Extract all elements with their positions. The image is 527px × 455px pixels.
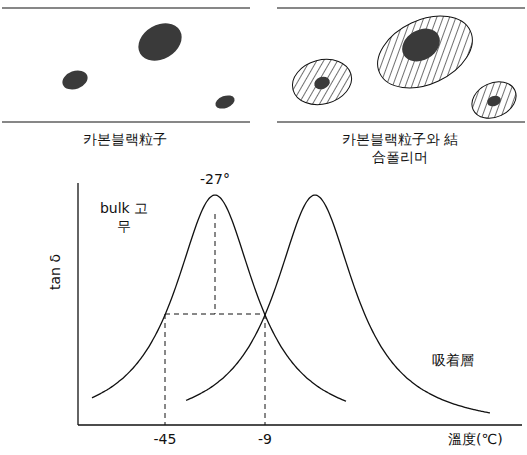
tick-label: -9: [258, 431, 272, 449]
axis-label: 溫度(℃): [448, 431, 503, 449]
layer-curve: [186, 195, 490, 413]
guide-lines: [165, 214, 265, 425]
curve-label: bulk 고무: [98, 200, 150, 235]
panel-caption: 카본블랙粒子: [83, 131, 167, 149]
particle-panel: [2, 8, 250, 122]
bound-polymer-panel: [277, 2, 525, 125]
bulk-curve: [92, 195, 346, 401]
panel-caption: 카본블랙粒子와 結合폴리머: [340, 131, 460, 166]
peak-temperature: -27°: [200, 171, 230, 189]
tick-label: -45: [154, 431, 177, 449]
tan-delta-graph: [78, 183, 522, 425]
axis-label: tan δ: [47, 254, 65, 290]
curve-label: 吸着層: [432, 352, 474, 370]
